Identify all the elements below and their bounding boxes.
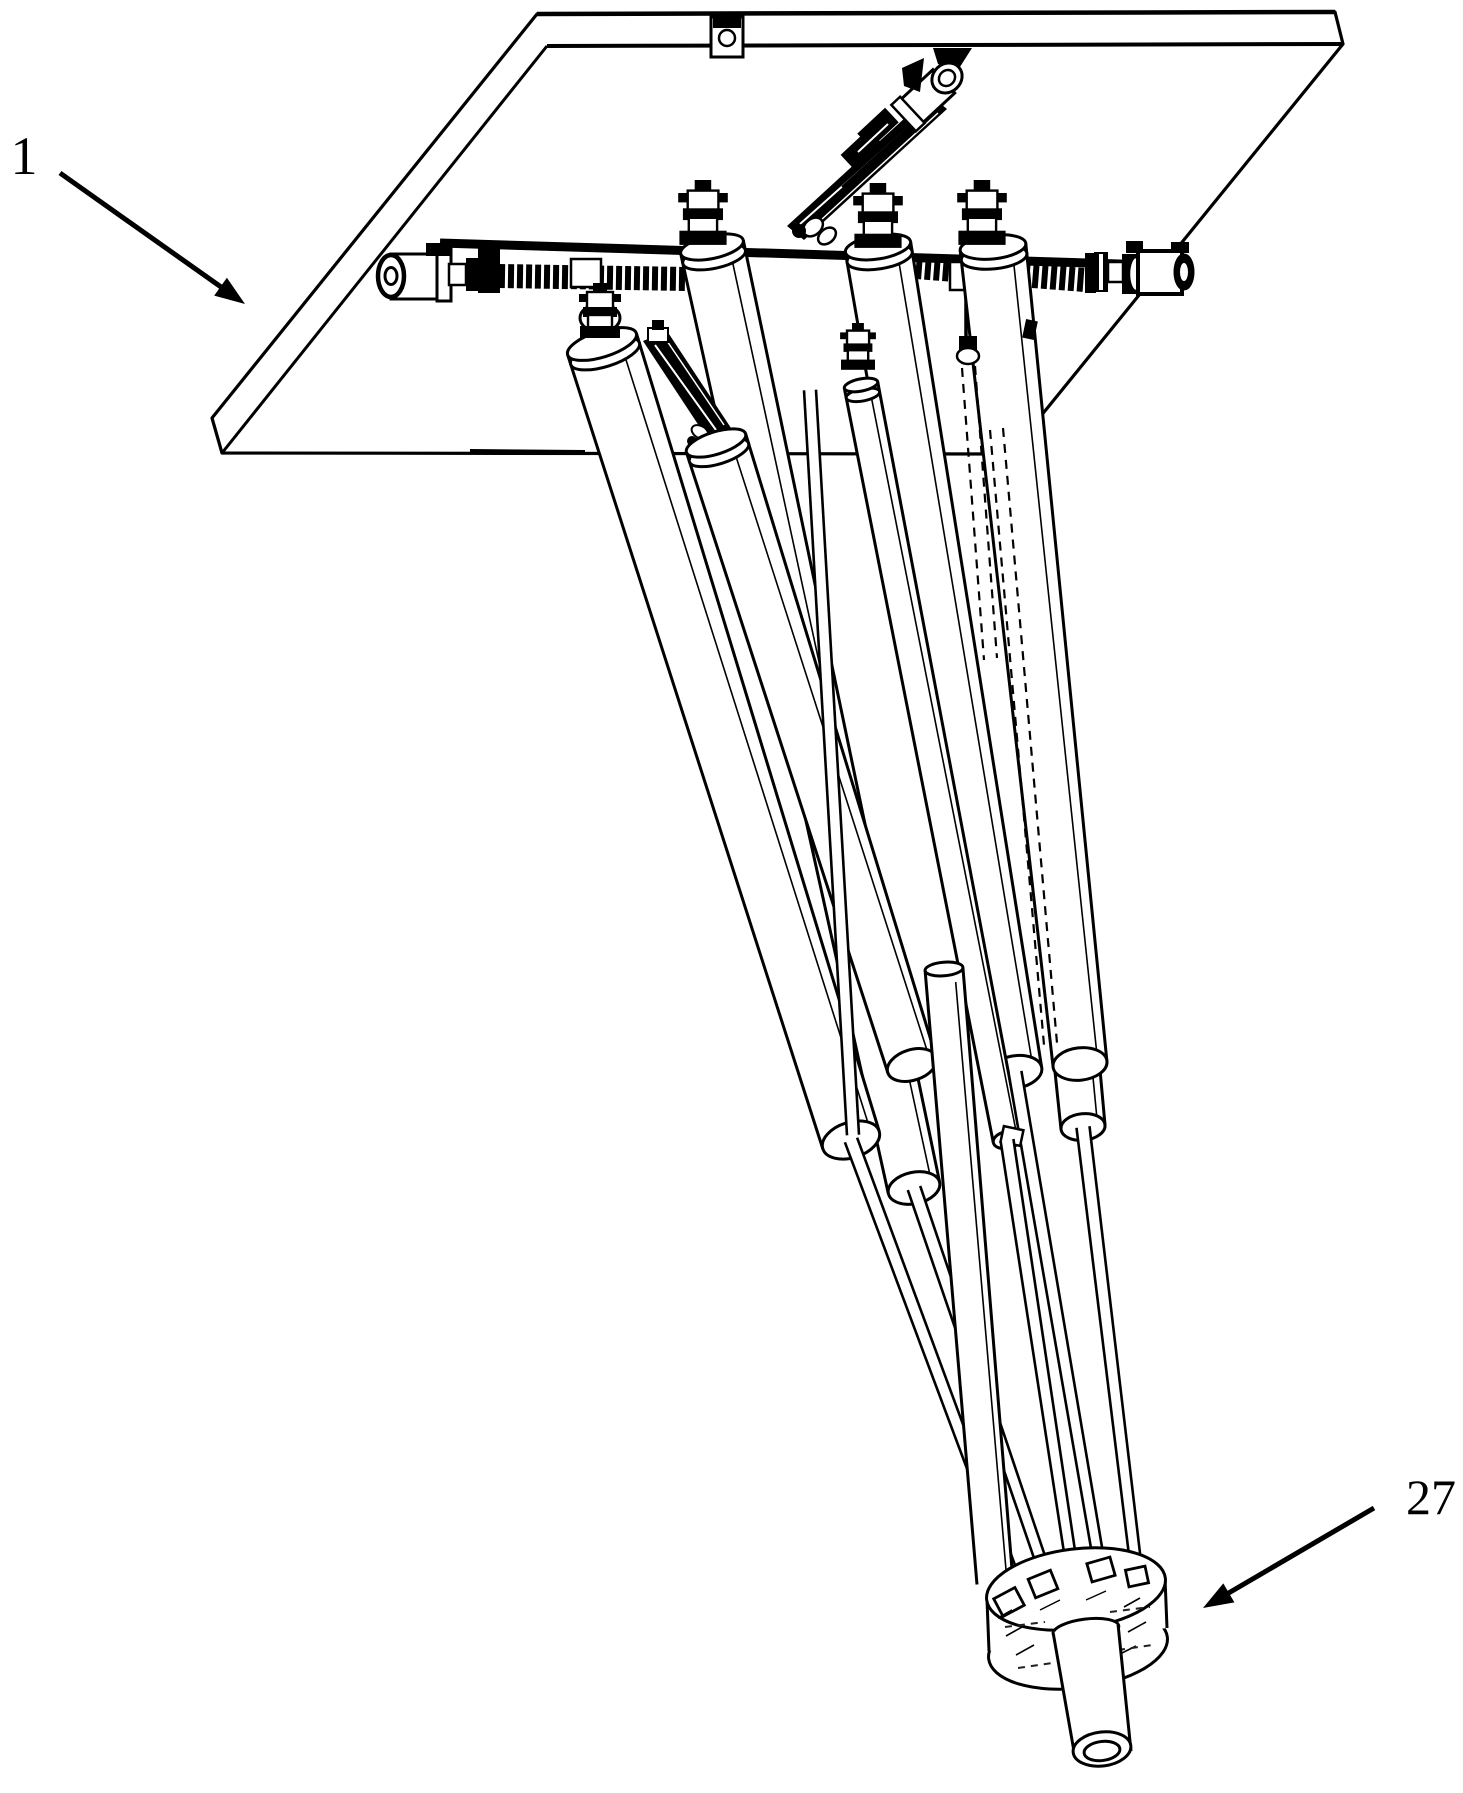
svg-text:1: 1 [11, 126, 38, 186]
svg-text:27: 27 [1406, 1469, 1456, 1525]
